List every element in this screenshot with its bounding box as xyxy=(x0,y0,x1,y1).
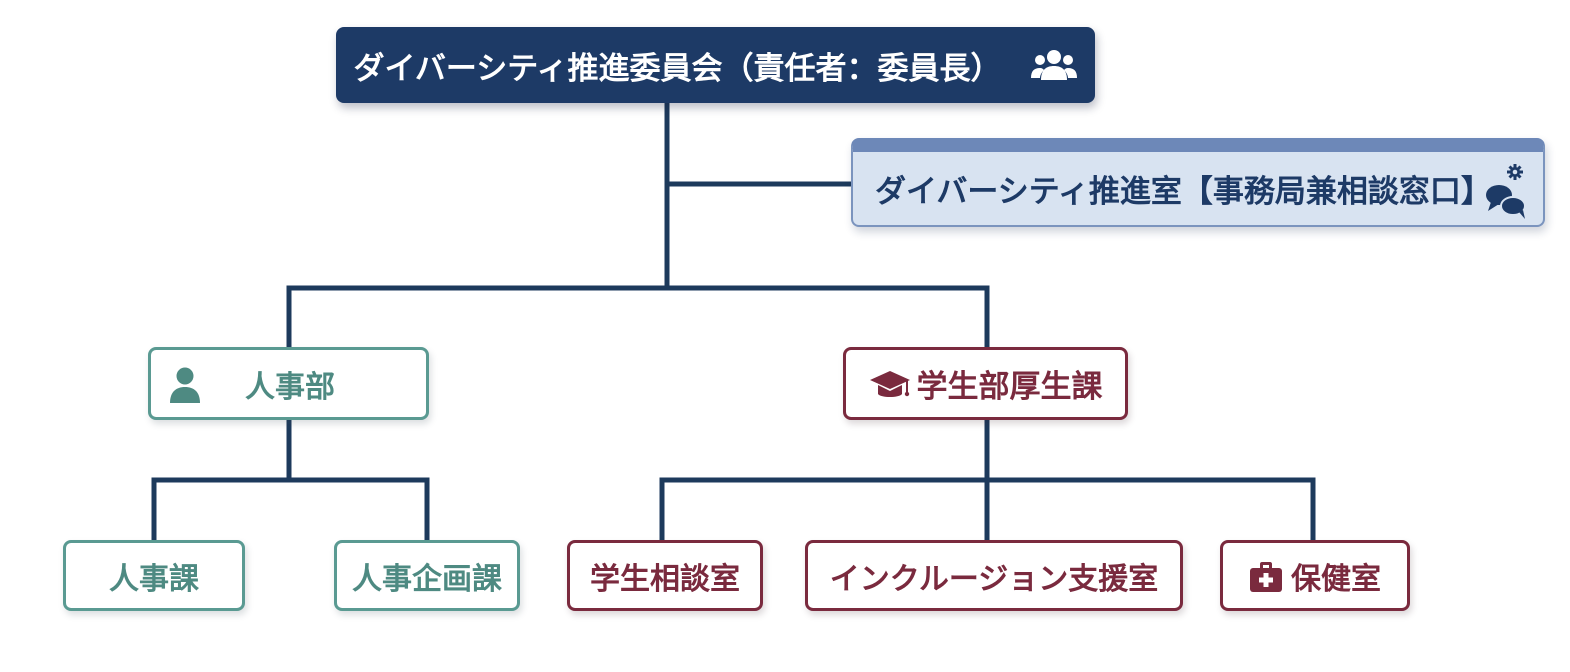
student-counseling-node: 学生相談室 xyxy=(567,540,763,611)
inclusion-support-node: インクルージョン支援室 xyxy=(805,540,1183,611)
person-icon xyxy=(168,367,202,403)
student-counseling-label: 学生相談室 xyxy=(590,561,740,597)
chat-gear-icon xyxy=(1485,164,1529,220)
hr-department-node: 人事部 xyxy=(148,347,429,420)
hr-planning-label: 人事企画課 xyxy=(352,561,502,597)
hr-section-label: 人事課 xyxy=(109,561,199,597)
graduation-cap-icon xyxy=(869,369,911,401)
hr-section-node: 人事課 xyxy=(63,540,245,611)
hr-planning-node: 人事企画課 xyxy=(334,540,520,611)
health-room-label: 保健室 xyxy=(1291,561,1381,597)
student-affairs-node: 学生部厚生課 xyxy=(843,347,1128,420)
office-node: ダイバーシティ推進室【事務局兼相談窓口】 xyxy=(851,138,1545,227)
office-label: ダイバーシティ推進室【事務局兼相談窓口】 xyxy=(875,174,1492,210)
users-group-icon xyxy=(1031,48,1078,82)
committee-node: ダイバーシティ推進委員会（責任者：委員長） xyxy=(336,27,1095,103)
first-aid-kit-icon xyxy=(1249,561,1283,593)
health-room-node: 保健室 xyxy=(1220,540,1410,611)
committee-label: ダイバーシティ推進委員会（責任者：委員長） xyxy=(353,50,1002,87)
hr-department-label: 人事部 xyxy=(245,369,335,405)
student-affairs-label: 学生部厚生課 xyxy=(916,369,1103,405)
inclusion-support-label: インクルージョン支援室 xyxy=(829,561,1159,597)
